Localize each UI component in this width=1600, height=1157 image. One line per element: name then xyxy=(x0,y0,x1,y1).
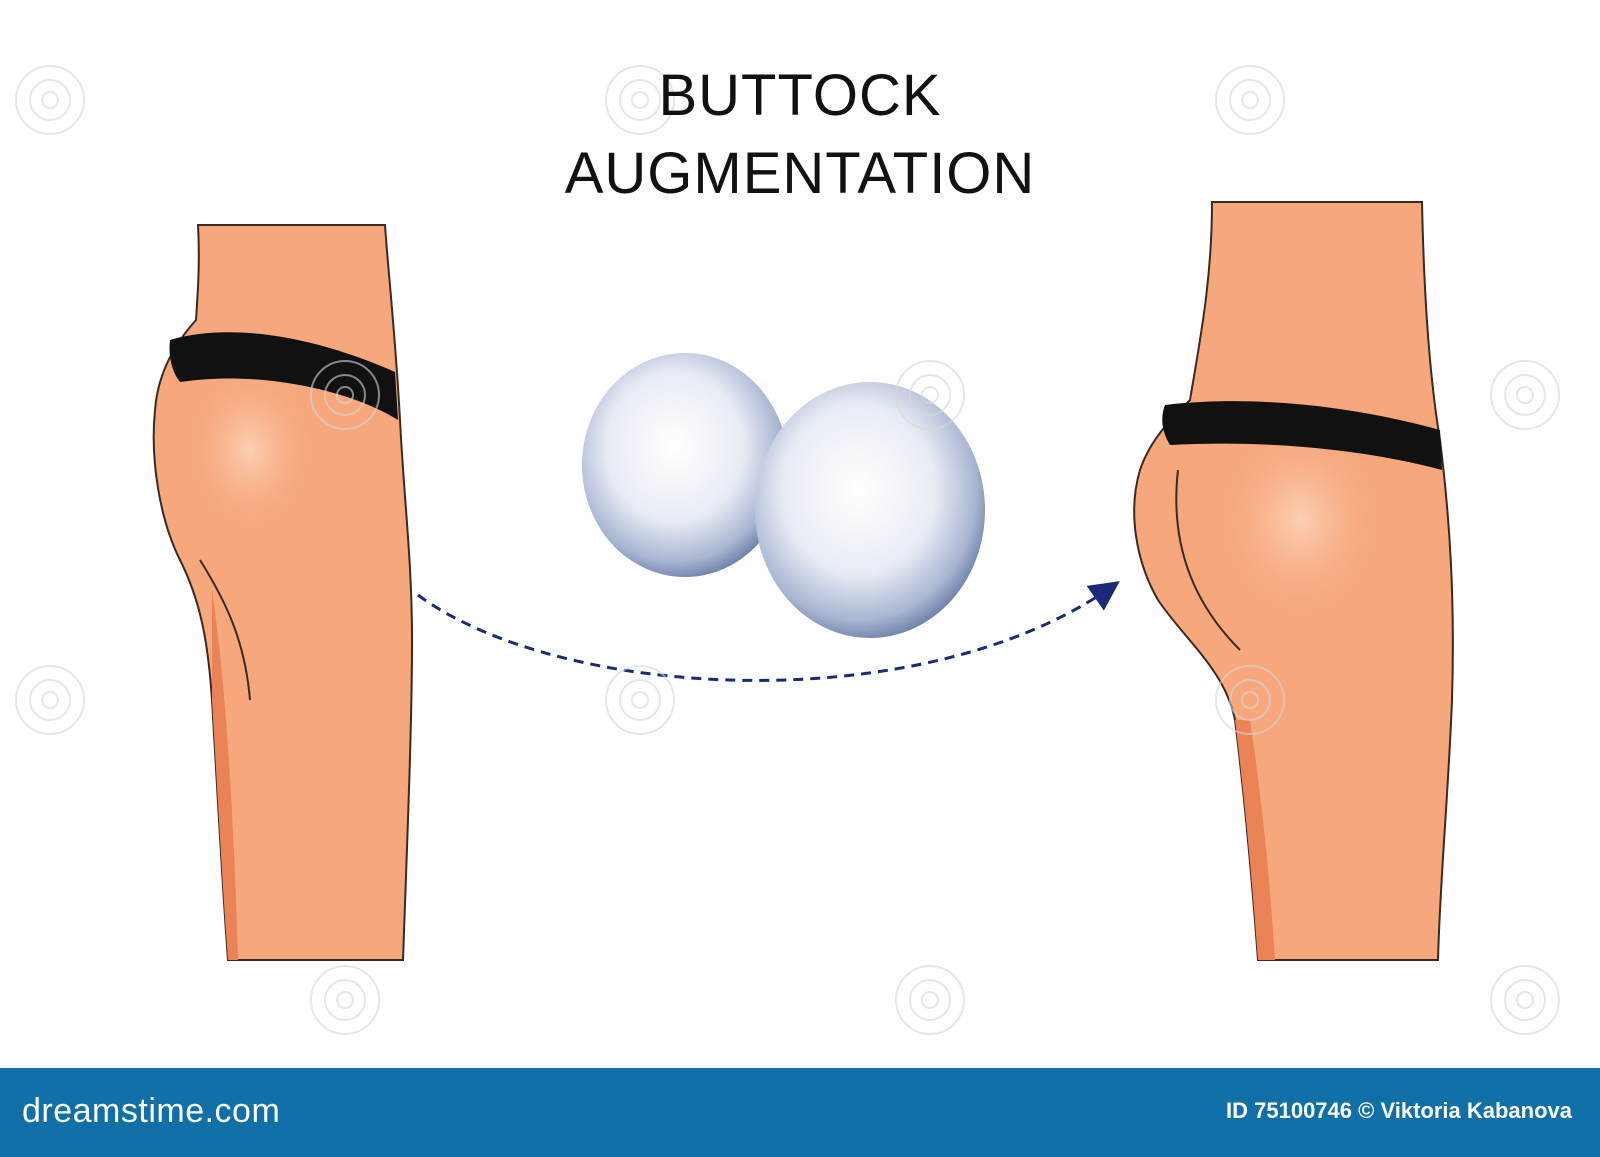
figure-after xyxy=(1133,201,1454,961)
figure-before xyxy=(152,224,414,961)
watermark-spiral-icon xyxy=(15,65,1560,1035)
implant-left xyxy=(582,353,788,577)
transfer-arrow xyxy=(417,581,1120,682)
footer-bar: dreamstime.com ID 75100746 © Viktoria Ka… xyxy=(0,1068,1600,1157)
figure-after-thong xyxy=(1162,401,1442,470)
figure-before-crease xyxy=(199,559,251,701)
implants xyxy=(582,353,985,638)
illustration-svg xyxy=(15,65,1560,1035)
title-line-1: BUTTOCK xyxy=(658,63,942,128)
implant-right xyxy=(755,382,985,638)
brand-logo[interactable]: dreamstime.com xyxy=(22,1092,281,1130)
figure-after-glow xyxy=(1210,410,1390,630)
figure-before-thong xyxy=(169,332,398,420)
title-line-2: AUGMENTATION xyxy=(564,141,1036,206)
illustration: BUTTOCK AUGMENTATION xyxy=(15,63,1560,1035)
figure-after-shadow xyxy=(1235,720,1275,960)
image-credit: ID 75100746 © Viktoria Kabanova xyxy=(1226,1098,1572,1123)
figure-before-shadow xyxy=(212,590,238,960)
figure-before-glow xyxy=(180,360,320,540)
figure-after-crease xyxy=(1175,469,1241,651)
